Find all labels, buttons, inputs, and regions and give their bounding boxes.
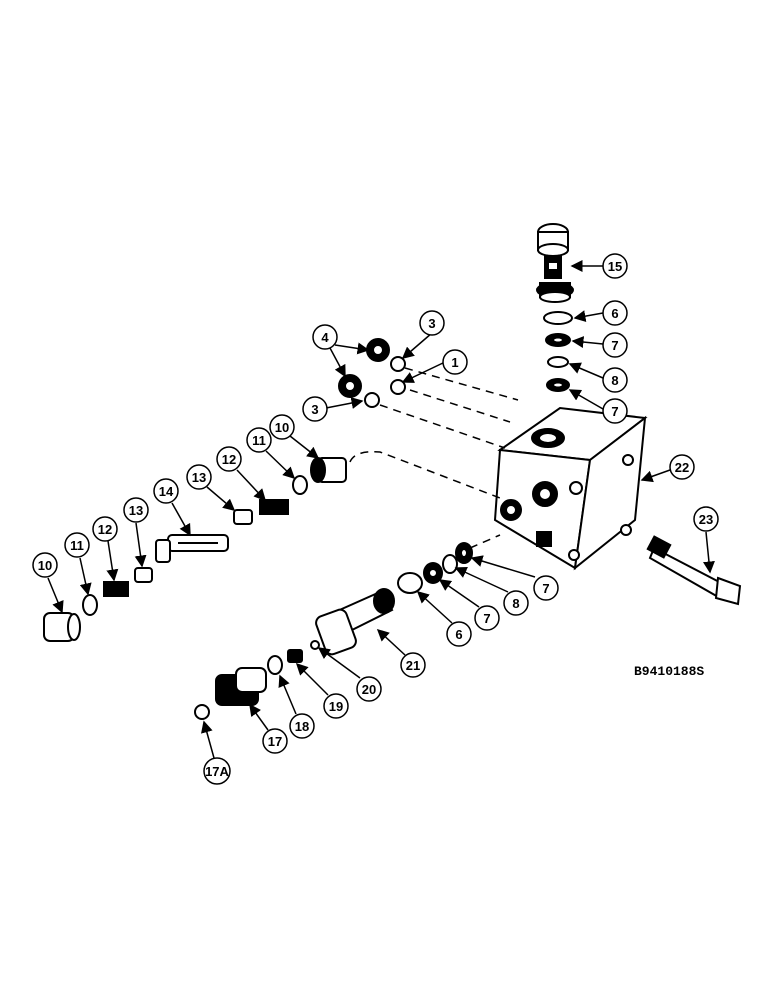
callout-11-lower: 11 — [64, 532, 92, 596]
svg-text:22: 22 — [675, 460, 689, 475]
callout-17a: 17A — [201, 720, 231, 785]
svg-text:12: 12 — [222, 452, 236, 467]
svg-text:13: 13 — [192, 470, 206, 485]
valve-body — [493, 406, 648, 571]
callout-6-top: 6 — [573, 300, 628, 326]
callout-7-c: 7 — [470, 555, 559, 601]
callout-4: 4 — [312, 324, 370, 378]
svg-text:20: 20 — [362, 682, 376, 697]
bolt-23 — [646, 535, 742, 606]
svg-text:10: 10 — [38, 558, 52, 573]
callout-10-lower: 10 — [32, 552, 64, 614]
callout-19: 19 — [295, 662, 349, 719]
svg-text:7: 7 — [611, 338, 618, 353]
svg-text:23: 23 — [699, 512, 713, 527]
callout-18: 18 — [278, 674, 315, 739]
callout-12-upper: 12 — [216, 446, 267, 502]
callout-12-lower: 12 — [92, 516, 119, 582]
drawing-code: B9410188S — [634, 664, 704, 679]
svg-text:13: 13 — [129, 503, 143, 518]
callout-6-bottom: 6 — [416, 590, 472, 647]
callout-14: 14 — [153, 478, 191, 537]
svg-text:6: 6 — [611, 306, 618, 321]
svg-text:12: 12 — [98, 522, 112, 537]
callout-7-b: 7 — [568, 389, 628, 424]
callout-22: 22 — [640, 454, 695, 483]
o-rings-upper — [338, 338, 406, 408]
svg-text:19: 19 — [329, 699, 343, 714]
callout-20: 20 — [317, 647, 382, 702]
svg-text:18: 18 — [295, 719, 309, 734]
callout-3-upper: 3 — [401, 310, 445, 359]
svg-text:3: 3 — [311, 402, 318, 417]
assembly-lines — [349, 367, 519, 549]
svg-text:15: 15 — [608, 259, 622, 274]
svg-text:6: 6 — [455, 627, 462, 642]
svg-text:11: 11 — [252, 433, 266, 448]
svg-text:10: 10 — [275, 420, 289, 435]
lower-valve-assembly — [194, 542, 473, 720]
callout-13-lower: 13 — [123, 497, 149, 568]
callout-7-a: 7 — [571, 332, 628, 358]
callout-17: 17 — [249, 703, 288, 754]
callout-23: 23 — [693, 506, 719, 574]
svg-text:11: 11 — [70, 538, 84, 553]
relief-valve-assembly — [43, 457, 347, 642]
svg-text:17A: 17A — [205, 764, 229, 779]
svg-text:7: 7 — [542, 581, 549, 596]
svg-text:3: 3 — [428, 316, 435, 331]
callout-10-upper: 10 — [269, 414, 320, 459]
callout-1: 1 — [401, 349, 468, 383]
callout-3-lower: 3 — [302, 396, 364, 422]
svg-text:14: 14 — [159, 484, 174, 499]
callout-8-bottom: 8 — [454, 566, 529, 616]
callout-7-d: 7 — [438, 579, 500, 631]
callout-13-upper: 13 — [186, 464, 236, 511]
svg-text:7: 7 — [611, 404, 618, 419]
callout-15: 15 — [570, 253, 628, 279]
svg-text:17: 17 — [268, 734, 282, 749]
svg-text:7: 7 — [483, 611, 490, 626]
svg-text:21: 21 — [406, 658, 420, 673]
callout-21: 21 — [376, 628, 426, 678]
svg-text:4: 4 — [321, 330, 329, 345]
seal-stack-top — [543, 311, 573, 392]
cartridge-valve-15 — [536, 223, 574, 303]
svg-text:8: 8 — [611, 373, 618, 388]
callout-11-upper: 11 — [246, 427, 296, 480]
svg-text:1: 1 — [451, 355, 458, 370]
callout-8-top: 8 — [568, 362, 628, 393]
svg-text:8: 8 — [512, 596, 519, 611]
